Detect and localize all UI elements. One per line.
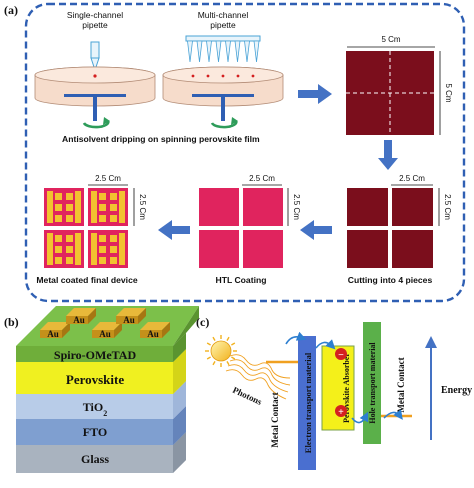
panel-a: (a) Single-channel pipette Multi-channel… bbox=[4, 2, 466, 303]
final-device-piece bbox=[88, 188, 128, 226]
cut-pieces: 2.5 Cm 2.5 Cm Cutting into 4 pieces bbox=[347, 174, 452, 285]
final-devices: 2.5 Cm 2.5 Cm Metal coated final device bbox=[36, 174, 147, 285]
multi-channel-pipette: Multi-channel pipette bbox=[185, 10, 261, 63]
pipette-tip bbox=[253, 40, 260, 63]
layer-perovskite: Perovskite bbox=[66, 372, 124, 387]
spin-dish-right bbox=[162, 66, 284, 129]
dim-5cm-top: 5 Cm bbox=[381, 35, 400, 44]
arrow-left-2 bbox=[158, 220, 190, 240]
single-pipette-label-1: Single-channel bbox=[67, 10, 123, 20]
au-pad: Au bbox=[66, 308, 96, 325]
photon-rays bbox=[225, 354, 291, 400]
multi-pipette-label-1: Multi-channel bbox=[198, 10, 249, 20]
metal-contact-left: Metal Contact bbox=[270, 392, 280, 447]
dim-htl-top: 2.5 Cm bbox=[249, 174, 275, 183]
absorber-label: Perovskite Absorber bbox=[342, 353, 351, 423]
electron-icon bbox=[335, 348, 347, 360]
dim-final-side: 2.5 Cm bbox=[138, 194, 147, 220]
pipette-tip bbox=[196, 40, 203, 63]
htl-coated-pieces: 2.5 Cm 2.5 Cm HTL Coating bbox=[199, 174, 301, 285]
layer-fto: FTO bbox=[83, 425, 107, 439]
panel-a-label: (a) bbox=[4, 3, 18, 17]
layer-tio2: TiO2 bbox=[83, 400, 107, 418]
etm-layer bbox=[298, 336, 316, 470]
pipette-tip bbox=[187, 40, 193, 63]
spin-dish-left bbox=[34, 66, 156, 129]
htm-label: Hole transport material bbox=[368, 342, 377, 424]
pipette-tip bbox=[244, 40, 250, 63]
dim-5cm-side: 5 Cm bbox=[444, 83, 453, 102]
hole-icon bbox=[335, 405, 347, 417]
electron-sign: − bbox=[338, 350, 344, 361]
htl-caption: HTL Coating bbox=[216, 275, 267, 285]
metal-contact-right: Metal Contact bbox=[396, 357, 406, 412]
au-label: Au bbox=[73, 315, 85, 325]
final-device-piece bbox=[44, 188, 84, 226]
final-device-piece bbox=[44, 230, 84, 268]
hole-sign: + bbox=[338, 407, 344, 418]
multi-pipette-label-2: pipette bbox=[210, 20, 236, 30]
photons-label: Photons bbox=[231, 385, 264, 407]
antisolvent-caption: Antisolvent dripping on spinning perovsk… bbox=[62, 134, 260, 144]
panel-a-border bbox=[24, 2, 466, 303]
sun-icon bbox=[205, 335, 237, 367]
au-label: Au bbox=[123, 315, 135, 325]
layer-glass: Glass bbox=[81, 452, 109, 466]
single-pipette-label-2: pipette bbox=[82, 20, 108, 30]
panel-b-label: (b) bbox=[4, 315, 19, 329]
layer-spiro: Spiro-OMeTAD bbox=[54, 348, 137, 362]
dim-cut-top: 2.5 Cm bbox=[399, 174, 425, 183]
final-caption: Metal coated final device bbox=[36, 275, 137, 285]
energy-label: Energy bbox=[441, 385, 472, 396]
dim-final-top: 2.5 Cm bbox=[95, 174, 121, 183]
au-label: Au bbox=[99, 329, 111, 339]
au-pad: Au bbox=[92, 322, 122, 339]
au-pad: Au bbox=[140, 322, 170, 339]
perovskite-film-5cm: 5 Cm 5 Cm bbox=[346, 35, 453, 135]
panel-c-label: (c) bbox=[196, 315, 209, 329]
dim-cut-side: 2.5 Cm bbox=[443, 194, 452, 220]
charge-arrows bbox=[285, 331, 403, 424]
arrow-down bbox=[378, 140, 398, 170]
arrow-right bbox=[298, 84, 332, 104]
pipette-tip bbox=[234, 40, 241, 63]
pipette-tip bbox=[206, 40, 212, 63]
au-label: Au bbox=[147, 329, 159, 339]
au-label: Au bbox=[47, 329, 59, 339]
dim-htl-side: 2.5 Cm bbox=[292, 194, 301, 220]
au-pad: Au bbox=[40, 322, 70, 339]
arrow-left-1 bbox=[300, 220, 332, 240]
cutting-caption: Cutting into 4 pieces bbox=[348, 275, 433, 285]
au-pad: Au bbox=[116, 308, 146, 325]
panel-c: (c) Photons Metal Contact Electron trans… bbox=[196, 315, 472, 470]
pipette-tip bbox=[225, 40, 231, 63]
pipette-tip bbox=[215, 40, 222, 63]
single-channel-pipette: Single-channel pipette bbox=[67, 10, 123, 72]
final-device-piece bbox=[88, 230, 128, 268]
etm-label: Electron transport material bbox=[303, 352, 313, 453]
